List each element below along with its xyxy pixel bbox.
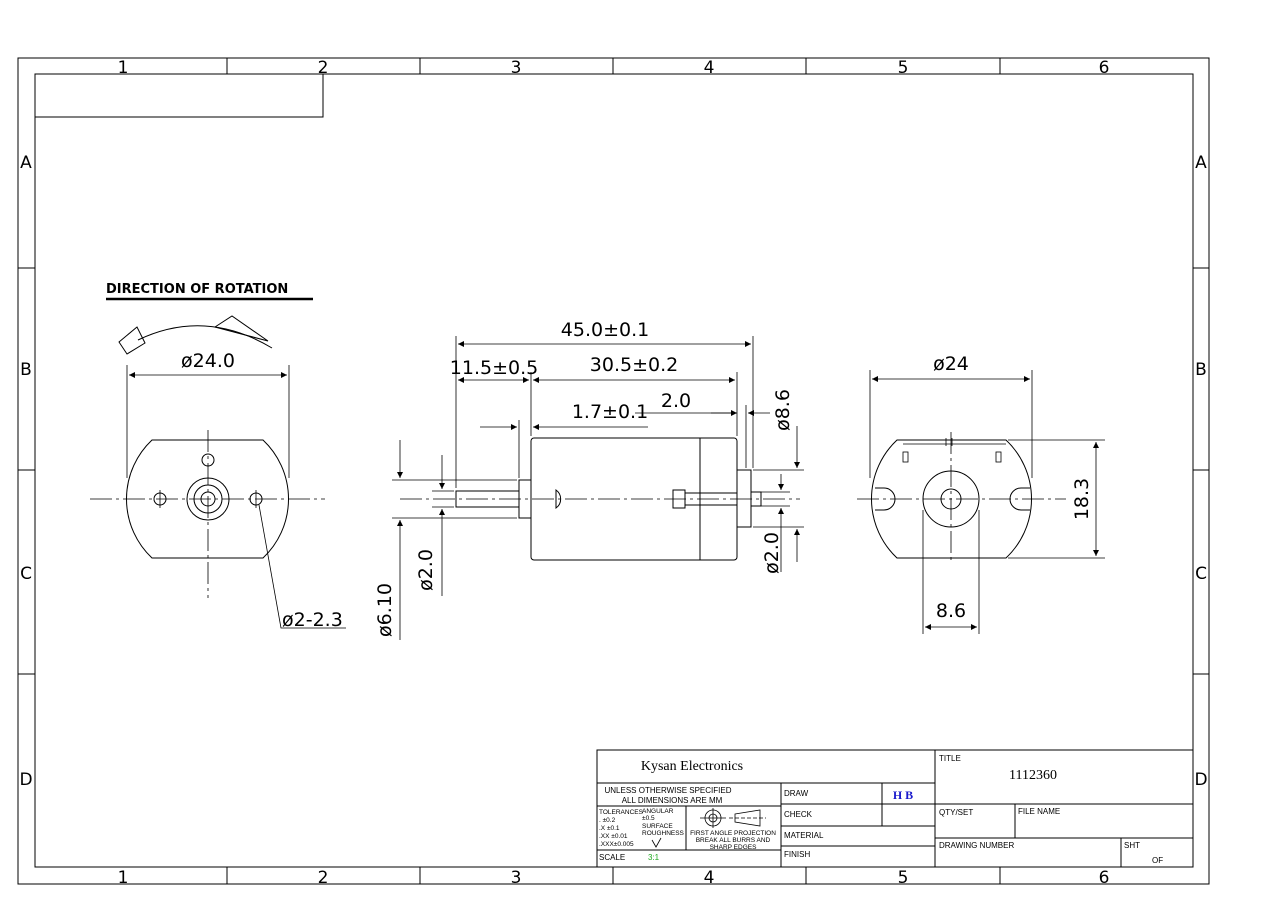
body-length-label: 30.5±0.2 xyxy=(590,354,678,376)
company-name: Kysan Electronics xyxy=(641,759,743,774)
unless-note: UNLESS OTHERWISE SPECIFIED xyxy=(605,786,732,795)
finish-label: FINISH xyxy=(784,850,810,859)
front-boss xyxy=(186,477,230,521)
step-length-label: 1.7±0.1 xyxy=(572,401,648,423)
motor-end-face xyxy=(125,439,290,559)
check-label: CHECK xyxy=(784,810,813,819)
of-label: OF xyxy=(1152,856,1163,865)
tol-0: . ±0.2 xyxy=(599,817,616,824)
terminal-left xyxy=(875,487,896,511)
zone-row-c-right: C xyxy=(1195,564,1207,584)
hole-leader xyxy=(258,504,346,629)
angular-value: ±0.5 xyxy=(642,815,655,822)
drawing-number-label: DRAWING NUMBER xyxy=(939,841,1014,850)
scale-label: SCALE xyxy=(599,853,625,862)
projection-note-2: BREAK ALL BURRS AND xyxy=(696,837,771,844)
hole-label: ø2-2.3 xyxy=(282,609,343,631)
rear-length-label: 2.0 xyxy=(661,390,691,412)
zone-col-2-top: 2 xyxy=(318,58,329,78)
tolerances-title: TOLERANCES xyxy=(599,809,644,816)
rear-boss xyxy=(736,469,752,528)
zone-row-c-left: C xyxy=(20,564,32,584)
rotation-arrow xyxy=(137,325,273,349)
zone-col-5-bottom: 5 xyxy=(898,868,909,888)
zone-labels: 1 2 3 4 5 6 1 2 3 4 5 6 A B C D A B C D xyxy=(19,58,1207,888)
rear-boss-diameter-label: ø8.6 xyxy=(772,389,794,431)
surface-label: SURFACE xyxy=(642,823,673,830)
rear-shaft-circle xyxy=(940,488,962,510)
rotation-flag-left xyxy=(118,326,146,355)
title-value: 1112360 xyxy=(1009,768,1057,783)
zone-row-b-left: B xyxy=(20,360,32,380)
front-view: DIRECTION OF ROTATION ø24.0 ø2-2.3 xyxy=(90,282,346,631)
rear-view: ø24 18.3 8.6 xyxy=(857,353,1105,634)
tol-3: .XXX±0.005 xyxy=(599,841,634,848)
side-view: 45.0±0.1 11.5±0.5 30.5±0.2 2.0 1.7±0.1 ø… xyxy=(374,319,804,640)
zone-col-1-top: 1 xyxy=(118,58,129,78)
zone-row-d-right: D xyxy=(1194,770,1207,790)
flat-height-label: 18.3 xyxy=(1071,478,1093,520)
shaft-length-label: 11.5±0.5 xyxy=(450,357,538,379)
sht-label: SHT xyxy=(1124,841,1140,850)
zone-row-d-left: D xyxy=(19,770,32,790)
draw-initials: H B xyxy=(893,788,913,802)
zone-col-4-bottom: 4 xyxy=(704,868,715,888)
zone-col-3-bottom: 3 xyxy=(511,868,522,888)
projection-note-1: FIRST ANGLE PROJECTION xyxy=(690,830,776,837)
title-label: TITLE xyxy=(939,754,961,763)
rear-diameter-label: ø24 xyxy=(933,353,969,375)
zone-col-2-bottom: 2 xyxy=(318,868,329,888)
angular-label: ANGULAR xyxy=(642,808,674,815)
tol-2: .XX ±0.01 xyxy=(599,833,628,840)
shaft-hole xyxy=(200,491,216,507)
qty-set-label: QTY/SET xyxy=(939,808,973,817)
material-label: MATERIAL xyxy=(784,831,824,840)
roughness-symbol xyxy=(651,837,662,848)
rear-shaft-diameter-label: ø2.0 xyxy=(761,532,783,574)
front-boss-diameter-label: ø6.10 xyxy=(374,583,396,637)
motor-rear-face xyxy=(870,439,1033,559)
front-diameter-label: ø24.0 xyxy=(181,350,235,372)
revision-box xyxy=(34,73,324,118)
front-shaft-diameter-label: ø2.0 xyxy=(415,549,437,591)
zone-col-5-top: 5 xyxy=(898,58,909,78)
first-angle-projection-icon xyxy=(700,808,766,828)
draw-label: DRAW xyxy=(784,789,809,798)
scale-value: 3:1 xyxy=(648,853,660,862)
zone-col-6-top: 6 xyxy=(1099,58,1110,78)
boss-width-label: 8.6 xyxy=(936,600,966,622)
roughness-label: ROUGHNESS xyxy=(642,830,685,837)
zone-col-1-bottom: 1 xyxy=(118,868,129,888)
top-hole xyxy=(201,453,215,467)
zone-col-3-top: 3 xyxy=(511,58,522,78)
sheet-border xyxy=(17,57,1210,885)
zone-col-4-top: 4 xyxy=(704,58,715,78)
zone-row-a-right: A xyxy=(1195,153,1207,173)
rear-boss-circle xyxy=(922,470,980,528)
terminal-right xyxy=(1009,487,1030,511)
zone-row-a-left: A xyxy=(20,153,32,173)
zone-row-b-right: B xyxy=(1195,360,1207,380)
zone-col-6-bottom: 6 xyxy=(1099,868,1110,888)
all-dims-note: ALL DIMENSIONS ARE MM xyxy=(622,796,723,805)
tol-1: .X ±0.1 xyxy=(599,825,620,832)
rotation-flag-right xyxy=(213,315,269,342)
projection-note-3: SHARP EDGES xyxy=(710,844,758,851)
title-block: Kysan Electronics UNLESS OTHERWISE SPECI… xyxy=(596,749,1194,868)
overall-length-label: 45.0±0.1 xyxy=(561,319,649,341)
file-name-label: FILE NAME xyxy=(1018,807,1060,816)
rotation-label: DIRECTION OF ROTATION xyxy=(106,282,288,297)
